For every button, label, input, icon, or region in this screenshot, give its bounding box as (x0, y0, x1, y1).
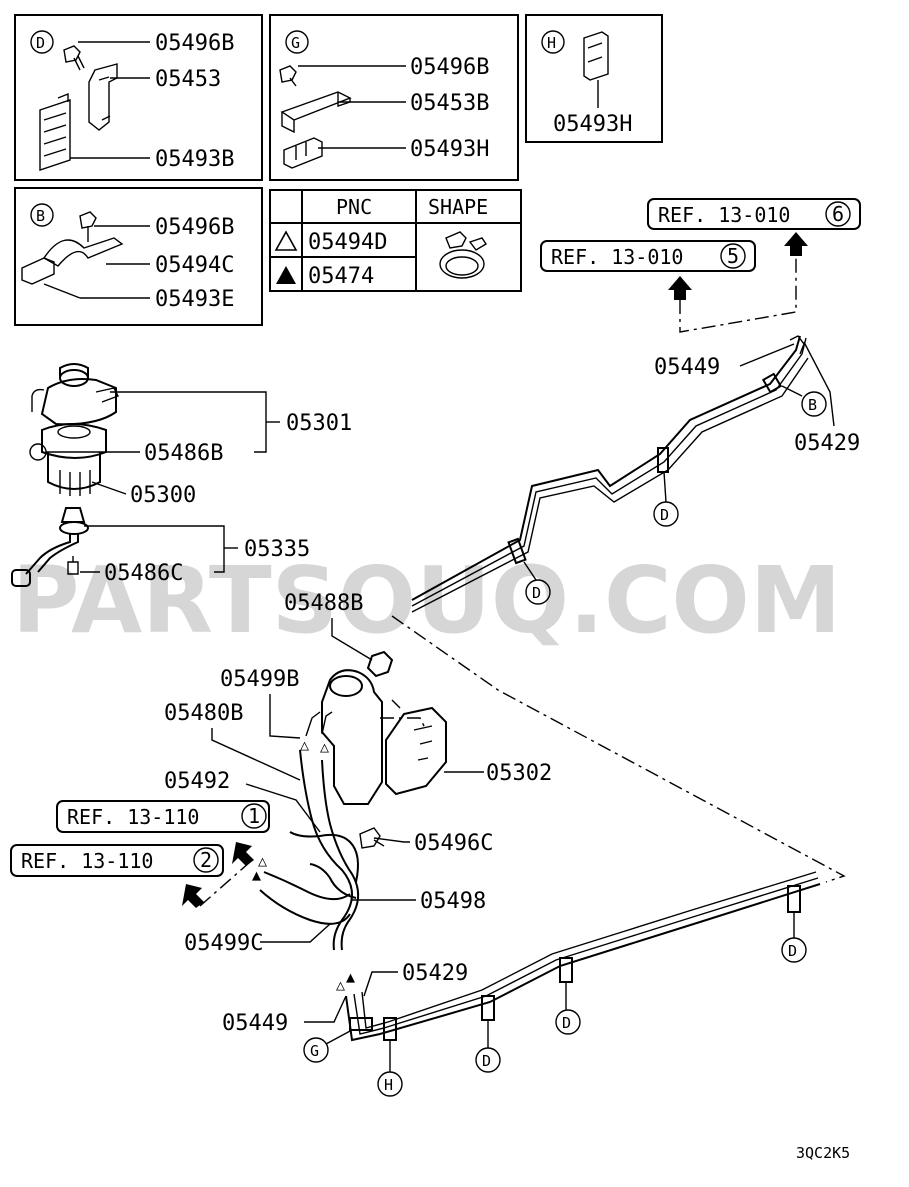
open-triangle-icon: △ (336, 976, 345, 994)
part-05429-top-label: 05429 (794, 431, 860, 456)
bolt-icon (359, 827, 385, 849)
part-05486b-label: 05486B (144, 441, 223, 466)
svg-text:REF. 13-010: REF. 13-010 (658, 203, 790, 227)
open-triangle-icon: △ (258, 852, 267, 870)
bolt-icon (79, 211, 97, 242)
part-05300-label: 05300 (130, 483, 196, 508)
part-05449-low-label: 05449 (222, 1011, 288, 1036)
pnc-row-2: 05474 (308, 264, 374, 289)
clamp-icon (21, 237, 124, 285)
detail-box-b: B 05496B 05494C 05493E (14, 187, 263, 326)
clip-icon (583, 31, 609, 81)
callout-b[interactable]: B (808, 396, 817, 414)
part-05493h-label: 05493H (553, 112, 632, 137)
svg-text:REF. 13-010: REF. 13-010 (551, 245, 683, 269)
part-05493e-label: 05493E (155, 287, 234, 312)
ref-13-110-1[interactable]: REF. 13-110 1 (56, 800, 270, 833)
pnc-header: PNC (336, 195, 372, 219)
svg-text:REF. 13-110: REF. 13-110 (67, 805, 199, 829)
part-05335-label: 05335 (244, 537, 310, 562)
clip-icon (283, 137, 323, 169)
detail-box-h: H 05493H (525, 14, 663, 143)
part-05496b-label: 05496B (155, 31, 234, 56)
filled-triangle-icon (276, 266, 296, 284)
open-triangle-icon: △ (320, 738, 329, 756)
diagram-code: 3QC2K5 (796, 1144, 850, 1162)
arrow-up-left-icon (182, 884, 204, 908)
part-05302-label: 05302 (486, 761, 552, 786)
part-05494c-label: 05494C (155, 253, 234, 278)
ref-13-010-6[interactable]: REF. 13-010 6 (647, 198, 861, 230)
part-05498-label: 05498 (420, 889, 486, 914)
leak-off-tank (305, 669, 383, 805)
pnc-table: PNC SHAPE 05494D 05474 (269, 189, 522, 292)
callout-d[interactable]: D (482, 1052, 491, 1070)
open-triangle-icon (274, 230, 298, 251)
bracket-icon (280, 91, 352, 134)
part-05453-label: 05453 (155, 67, 221, 92)
watermark: PARTSOUQ.COM (12, 547, 841, 654)
clip-icon (39, 92, 71, 171)
callout-d[interactable]: D (532, 584, 541, 602)
ref-13-110-2[interactable]: REF. 13-110 2 (10, 844, 224, 877)
part-05496b-label: 05496B (155, 215, 234, 240)
bolt-icon (279, 65, 297, 87)
filled-triangle-icon: ▲ (346, 968, 355, 986)
callout-h[interactable]: H (384, 1076, 393, 1094)
bolt-icon (63, 45, 85, 71)
pnc-row-1: 05494D (308, 230, 387, 255)
part-05449-top-label: 05449 (654, 355, 720, 380)
part-05301-label: 05301 (286, 411, 352, 436)
detail-box-g-letter: G (291, 34, 300, 52)
detail-box-d-letter: D (36, 34, 45, 52)
part-05480b-label: 05480B (164, 701, 243, 726)
part-05496c-label: 05496C (414, 831, 493, 856)
callout-d[interactable]: D (660, 506, 669, 524)
part-05453b-label: 05453B (410, 91, 489, 116)
detail-box-h-letter: H (547, 34, 556, 52)
fuel-hoses (259, 749, 359, 951)
arrow-up-icon (784, 232, 808, 256)
part-05429-low-label: 05429 (402, 961, 468, 986)
part-05492-label: 05492 (164, 769, 230, 794)
part-05488b-label: 05488B (284, 591, 363, 616)
svg-text:REF. 13-110: REF. 13-110 (21, 849, 153, 873)
svg-text:6: 6 (832, 202, 844, 226)
svg-text:1: 1 (248, 804, 260, 828)
callout-d[interactable]: D (788, 942, 797, 960)
bracket-icon (88, 63, 118, 131)
arrow-up-left-icon (232, 842, 254, 866)
filled-triangle-icon: ▲ (252, 866, 261, 884)
part-05486c-label: 05486C (104, 561, 183, 586)
fuel-pipe-upper (411, 335, 809, 613)
part-05499c-label: 05499C (184, 931, 263, 956)
arrow-up-icon (668, 276, 692, 300)
svg-text:5: 5 (727, 244, 739, 268)
detail-box-b-letter: B (36, 207, 45, 225)
shape-header: SHAPE (428, 195, 488, 219)
part-05499b-label: 05499B (220, 667, 299, 692)
callout-g[interactable]: G (310, 1042, 319, 1060)
callout-d[interactable]: D (562, 1014, 571, 1032)
bracket-05302 (385, 699, 447, 796)
detail-box-d: D 05496B 05453 05493B (14, 14, 263, 181)
part-05493h-label: 05493H (410, 137, 489, 162)
svg-text:2: 2 (200, 848, 212, 872)
open-triangle-icon: △ (300, 736, 309, 754)
detail-box-g: G 05496B 05453B 05493H (269, 14, 519, 181)
fuel-pipe-lower (345, 871, 821, 1042)
hose-clamp-icon (439, 231, 487, 279)
part-05493b-label: 05493B (155, 147, 234, 172)
ref-13-010-5[interactable]: REF. 13-010 5 (540, 240, 756, 272)
part-05496b-label: 05496B (410, 55, 489, 80)
